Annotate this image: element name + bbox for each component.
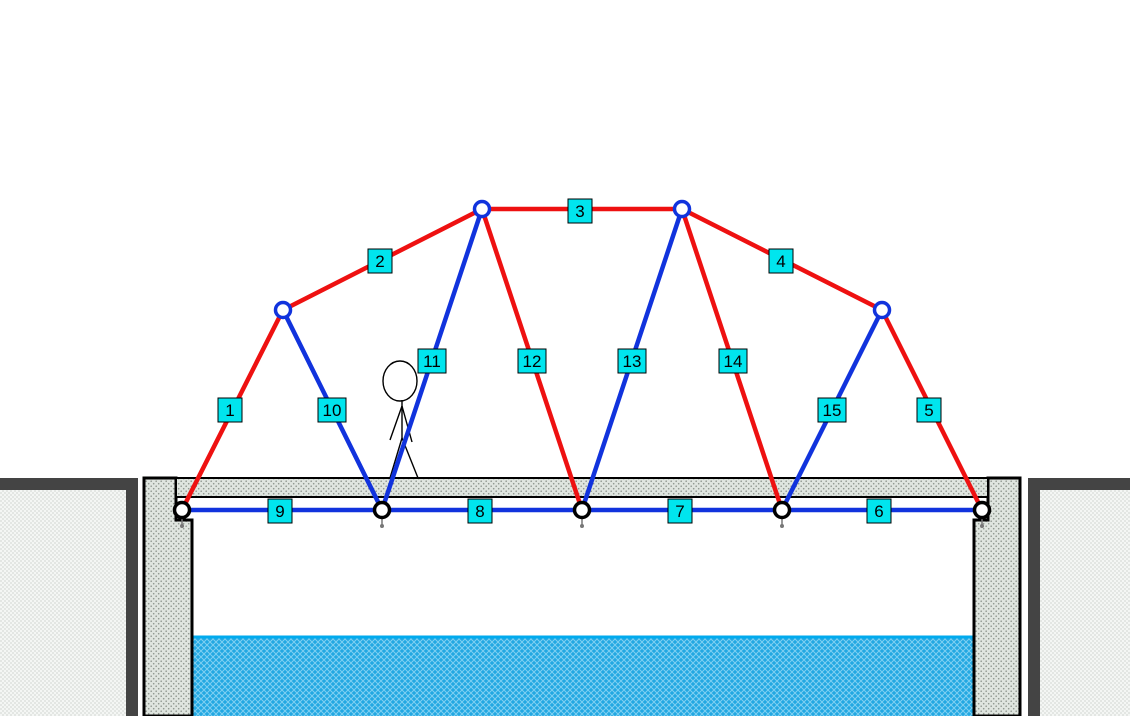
- member-label-11[interactable]: 11: [417, 348, 447, 374]
- member-label-13[interactable]: 13: [617, 348, 647, 374]
- water: [192, 637, 974, 716]
- ground-line-right: [1028, 478, 1130, 716]
- support-icon: [180, 518, 184, 528]
- member-label-6[interactable]: 6: [866, 498, 892, 524]
- pin-joint-icon[interactable]: [273, 300, 293, 320]
- member-label-5[interactable]: 5: [916, 397, 942, 423]
- member-label-text: 1: [225, 401, 234, 420]
- member-label-15[interactable]: 15: [817, 397, 847, 423]
- pin-joint-icon[interactable]: [172, 500, 192, 520]
- pin-joint-icon[interactable]: [772, 500, 792, 520]
- member-label-3[interactable]: 3: [567, 198, 593, 224]
- member-label-1[interactable]: 1: [217, 397, 243, 423]
- member-label-text: 13: [623, 352, 642, 371]
- truss-members: [179, 206, 985, 513]
- member-label-7[interactable]: 7: [667, 498, 693, 524]
- support-icon: [780, 518, 784, 528]
- terrain: [0, 478, 1130, 716]
- support-icon: [380, 518, 384, 528]
- member-label-text: 4: [776, 252, 785, 271]
- member-label-text: 7: [675, 502, 684, 521]
- stick-figure-icon: [382, 360, 419, 479]
- ground-line-left: [0, 478, 138, 716]
- member-label-text: 15: [823, 401, 842, 420]
- river: [192, 635, 974, 716]
- support-icon: [980, 518, 984, 528]
- pin-joint-icon[interactable]: [672, 199, 692, 219]
- member-label-text: 11: [423, 352, 441, 371]
- abutments: [142, 476, 1022, 716]
- pin-joint-icon[interactable]: [572, 500, 592, 520]
- member-label-2[interactable]: 2: [367, 248, 393, 274]
- pin-joint-icon[interactable]: [372, 500, 392, 520]
- supports: [180, 518, 984, 528]
- member-label-text: 3: [575, 202, 584, 221]
- pin-joint-icon[interactable]: [972, 500, 992, 520]
- member-label-text: 6: [874, 502, 883, 521]
- member-label-12[interactable]: 12: [517, 348, 547, 374]
- member-label-4[interactable]: 4: [768, 248, 794, 274]
- member-label-text: 9: [275, 502, 284, 521]
- member-label-text: 12: [523, 352, 542, 371]
- member-label-text: 2: [375, 252, 384, 271]
- member-label-14[interactable]: 14: [718, 348, 748, 374]
- support-icon: [580, 518, 584, 528]
- member-label-text: 8: [475, 502, 484, 521]
- member-label-10[interactable]: 10: [317, 397, 347, 423]
- member-label-text: 10: [323, 401, 342, 420]
- bridge-deck: [175, 477, 989, 498]
- ground-right: [1040, 478, 1130, 716]
- pin-joint-icon[interactable]: [472, 199, 492, 219]
- pin-joint-icon[interactable]: [872, 300, 892, 320]
- truss-joints: [172, 199, 992, 520]
- member-label-text: 5: [924, 401, 933, 420]
- member-label-text: 14: [724, 352, 743, 371]
- member-label-9[interactable]: 9: [267, 498, 293, 524]
- member-label-8[interactable]: 8: [467, 498, 493, 524]
- ground-left: [0, 478, 128, 716]
